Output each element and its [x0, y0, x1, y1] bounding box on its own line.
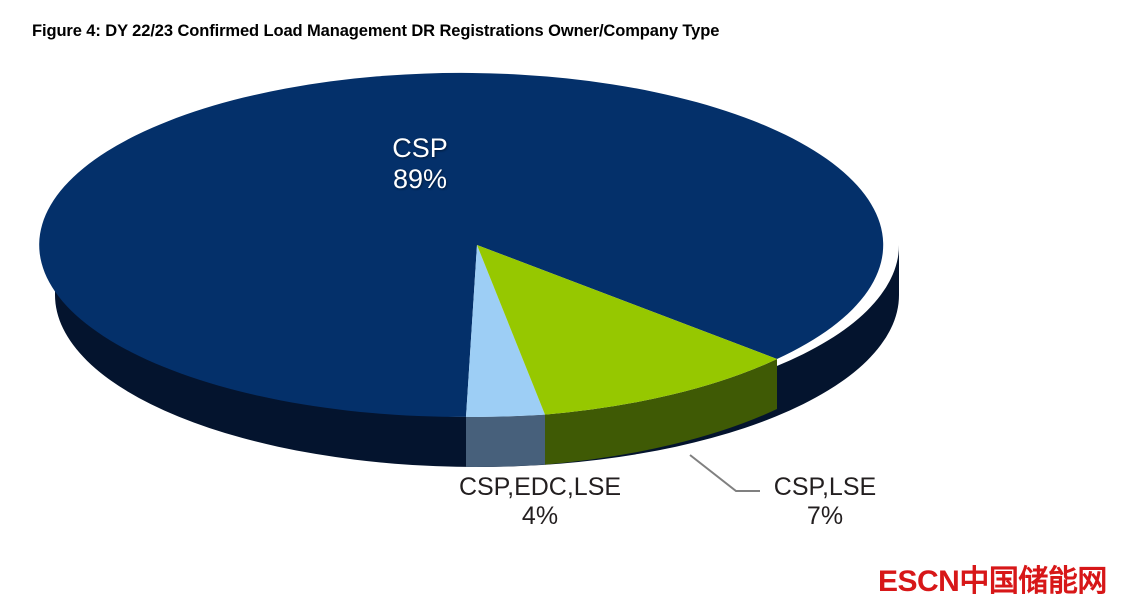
slice-side-csp-edc-lse — [466, 414, 545, 467]
slice-top-csp — [39, 72, 884, 417]
pie-chart: CSP 89% CSP,EDC,LSE 4% CSP,LSE 7% — [0, 55, 1124, 555]
slice-label-csp-name: CSP — [392, 133, 448, 163]
escn-watermark: ESCN中国储能网 — [878, 565, 1107, 598]
slice-top-csp-lse — [477, 245, 777, 415]
slice-label-csp-edc-lse-percent: 4% — [521, 502, 559, 530]
slice-label-csp-percent: 89% — [392, 164, 448, 195]
slice-label-csp-lse: CSP,LSE 7% — [700, 473, 950, 531]
slice-side-csp-lse — [545, 359, 777, 465]
pie-chart-svg — [39, 72, 899, 492]
slice-label-csp-lse-name: CSP,LSE — [773, 473, 877, 501]
figure-title: Figure 4: DY 22/23 Confirmed Load Manage… — [32, 22, 720, 40]
slice-label-csp-lse-percent: 7% — [806, 502, 844, 530]
slice-top-csp-edc-lse — [466, 245, 545, 417]
slice-label-csp: CSP 89% — [300, 133, 540, 196]
slice-label-csp-edc-lse: CSP,EDC,LSE 4% — [410, 473, 670, 531]
slice-label-csp-edc-lse-name: CSP,EDC,LSE — [458, 473, 622, 501]
leader-line-csp-lse — [689, 454, 760, 492]
